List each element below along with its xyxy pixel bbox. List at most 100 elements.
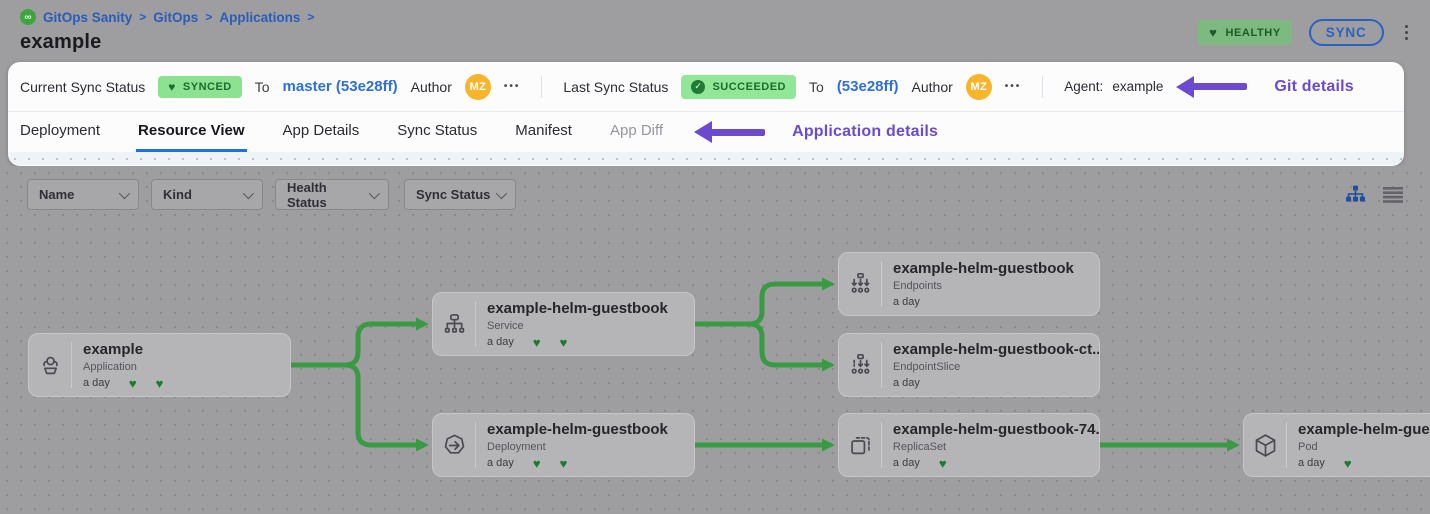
endpointslice-icon: [839, 352, 881, 379]
current-sync-status-label: Current Sync Status: [20, 78, 146, 95]
divider: [1042, 75, 1044, 98]
divider: [71, 342, 72, 388]
application-details-arrow-icon: [694, 121, 766, 143]
endpoints-icon: [839, 271, 881, 298]
to-label: To: [254, 78, 270, 95]
resource-age: a day: [83, 376, 110, 389]
tab-manifest[interactable]: Manifest: [515, 122, 572, 139]
git-details-arrow-icon: [1176, 75, 1248, 98]
filter-label: Health Status: [287, 179, 327, 210]
resource-age: a day: [1298, 456, 1325, 469]
resource-kind: ReplicaSet: [892, 440, 947, 453]
agent-info: Agent: example: [1064, 79, 1163, 94]
author-label: Author: [911, 78, 953, 95]
view-toggle: [1345, 184, 1404, 205]
divider: [475, 301, 476, 347]
tab-app-details[interactable]: App Details: [282, 122, 360, 139]
git-details-annotation: Git details: [1274, 77, 1354, 95]
tabs-bar: Deployment Resource View App Details Sync S…: [8, 112, 1404, 152]
chevron-down-icon: [118, 187, 131, 199]
more-options-icon[interactable]: •••: [1004, 81, 1022, 92]
agent-value: example: [1112, 79, 1164, 94]
author-avatar: MZ: [464, 73, 491, 100]
sync-status-bar: Current Sync Status ♥ SYNCED To master (…: [8, 62, 1404, 112]
chevron-down-icon: [368, 187, 381, 199]
resource-kind: Deployment: [487, 440, 546, 453]
page-title: example: [20, 31, 102, 53]
breadcrumb-item[interactable]: GitOps Sanity: [43, 9, 133, 25]
resource-title: example-helm-guestbook: [487, 299, 668, 317]
app-details-card: Current Sync Status ♥ SYNCED To master (…: [8, 62, 1404, 166]
agent-label: Agent:: [1064, 79, 1104, 94]
to-label: To: [809, 78, 824, 95]
resource-title: example-helm-guestbook: [487, 420, 668, 438]
last-revision-link[interactable]: (53e28ff): [836, 78, 899, 95]
tab-resource-view[interactable]: Resource View: [136, 112, 247, 152]
breadcrumb-item[interactable]: GitOps: [153, 9, 199, 25]
tab-app-diff[interactable]: App Diff: [609, 122, 664, 139]
tree-edges: [288, 277, 1240, 452]
synced-badge-label: SYNCED: [182, 80, 232, 93]
canvas-strip: [8, 152, 1404, 165]
chevron-down-icon: [242, 187, 255, 199]
resource-kind: Service: [487, 319, 524, 332]
more-options-icon[interactable]: •••: [503, 81, 521, 92]
author-avatar: MZ: [965, 73, 992, 100]
health-heart-icon: ♥: [128, 375, 137, 391]
filter-dropdown-name[interactable]: Name: [27, 179, 139, 210]
breadcrumb[interactable]: ∞GitOps Sanity>GitOps>Applications>: [20, 9, 1410, 25]
breadcrumb-separator: >: [205, 10, 213, 24]
health-heart-icon: ♥: [938, 455, 947, 471]
divider: [881, 261, 882, 307]
resource-kind: Endpoints: [893, 279, 942, 292]
divider: [881, 342, 882, 388]
author-label: Author: [410, 78, 452, 95]
filter-label: Name: [39, 187, 75, 202]
resource-age: a day: [893, 295, 920, 308]
health-status-badge: ♥ HEALTHY: [1198, 20, 1292, 45]
resource-kind: EndpointSlice: [892, 360, 961, 373]
sync-button[interactable]: SYNC: [1308, 19, 1384, 46]
kebab-menu-icon[interactable]: [1401, 23, 1413, 43]
resource-title: example: [83, 340, 144, 358]
tab-deployment[interactable]: Deployment: [20, 122, 101, 139]
divider: [1286, 422, 1287, 468]
filter-label: Kind: [163, 187, 192, 202]
resource-title: example-helm-guestbook: [893, 259, 1074, 277]
breadcrumb-item[interactable]: Applications: [219, 9, 301, 25]
tab-sync-status[interactable]: Sync Status: [397, 122, 478, 139]
resource-age: a day: [892, 456, 920, 469]
service-icon: [433, 311, 475, 338]
tree-view-icon[interactable]: [1345, 184, 1366, 205]
current-revision-link[interactable]: master (53e28ff): [282, 78, 398, 95]
filter-dropdown-kind[interactable]: Kind: [151, 179, 263, 210]
succeeded-badge: ✓ SUCCEEDED: [681, 74, 797, 99]
pod-icon: [1244, 432, 1286, 459]
health-heart-icon: ♥: [559, 334, 568, 350]
health-heart-icon: ♥: [532, 334, 541, 350]
list-view-icon[interactable]: [1382, 186, 1404, 204]
application-details-annotation: Application details: [792, 123, 939, 140]
health-heart-icon: ♥: [559, 455, 568, 471]
chevron-down-icon: [495, 187, 508, 199]
divider: [475, 422, 476, 468]
heart-icon: ♥: [168, 79, 176, 94]
synced-badge: ♥ SYNCED: [158, 75, 242, 98]
resource-kind: Application: [83, 360, 137, 373]
divider: [881, 422, 882, 468]
filter-dropdown-sync-status[interactable]: Sync Status: [404, 179, 516, 210]
filter-dropdown-health-status[interactable]: Health Status: [275, 179, 389, 210]
filter-label: Sync Status: [416, 187, 491, 202]
health-heart-icon: ♥: [532, 455, 541, 471]
health-badge-label: HEALTHY: [1225, 26, 1281, 39]
resource-age: a day: [487, 456, 514, 469]
resource-node-endpointslice[interactable]: example-helm-guestbook-ct...EndpointSlic…: [838, 333, 1100, 397]
last-sync-status-label: Last Sync Status: [563, 78, 669, 95]
